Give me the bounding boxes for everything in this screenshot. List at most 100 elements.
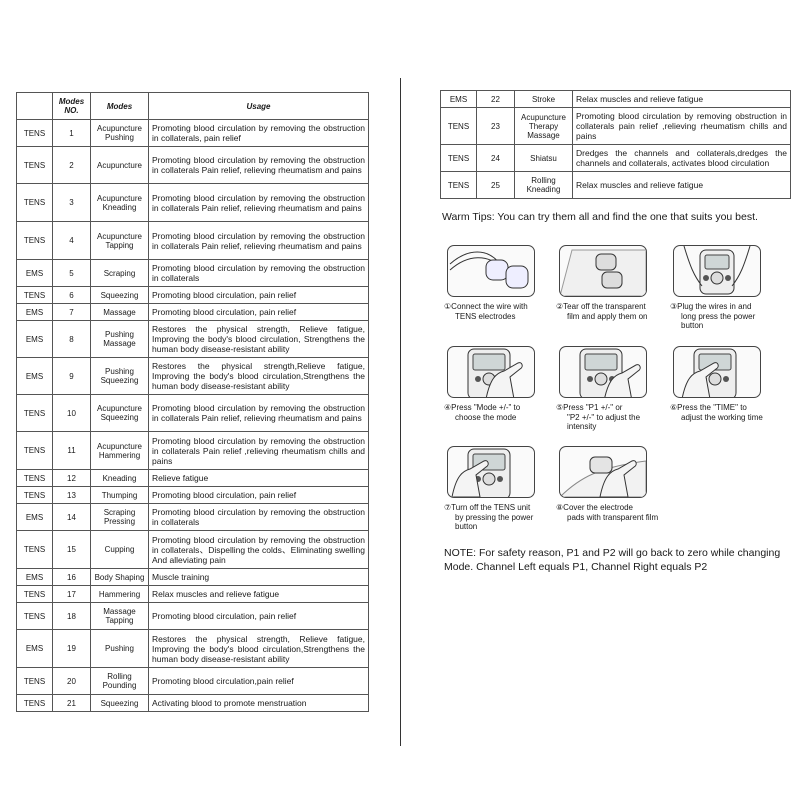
step-text: TENS electrodes (455, 311, 516, 321)
mode-number: 2 (52, 146, 91, 184)
press-power-icon (447, 446, 535, 498)
mode-usage: Relax muscles and relieve fatigue (572, 90, 791, 108)
step-text: button (455, 522, 478, 531)
mode-number: 7 (52, 303, 91, 321)
step-marker: ③ (670, 302, 678, 311)
mode-number: 22 (476, 90, 515, 108)
mode-usage: Activating blood to promote menstruation (148, 694, 369, 712)
step-text: Turn off the TENS unit (451, 503, 531, 512)
mode-type: EMS (16, 303, 53, 321)
mode-name: Acupuncture Squeezing (90, 394, 149, 432)
step-text: pads with transparent film (567, 512, 659, 522)
step-marker: ④ (444, 403, 452, 412)
mode-usage: Promoting blood circulation by removing … (148, 431, 369, 470)
mode-usage: Dredges the channels and collaterals,dre… (572, 144, 791, 172)
header-mode-no: Modes NO. (52, 92, 91, 120)
mode-name: Pushing Squeezing (90, 357, 149, 395)
mode-number: 9 (52, 357, 91, 395)
mode-name: Rolling Kneading (514, 171, 573, 199)
press-mode-icon (447, 346, 535, 398)
mode-name: Stroke (514, 90, 573, 108)
mode-name: Acupuncture Hammering (90, 431, 149, 470)
apply-pad-icon (559, 245, 647, 297)
mode-usage: Relieve fatigue (148, 469, 369, 487)
mode-usage: Muscle training (148, 568, 369, 586)
step-text: by pressing the power (455, 512, 534, 522)
safety-note: NOTE: For safety reason, P1 and P2 will … (444, 547, 781, 573)
mode-number: 8 (52, 320, 91, 358)
step-text: intensity (567, 422, 597, 431)
mode-usage: Restores the physical strength, Relieve … (148, 629, 369, 668)
mode-type: TENS (16, 221, 53, 260)
step-marker: ① (444, 302, 452, 311)
mode-number: 6 (52, 286, 91, 304)
step-marker: ⑤ (556, 403, 564, 412)
mode-type: EMS (16, 503, 53, 531)
mode-type: TENS (16, 530, 53, 569)
mode-usage: Promoting blood circulation by removing … (148, 146, 369, 184)
header-usage: Usage (148, 92, 369, 120)
electrode-pads-icon (447, 245, 535, 297)
mode-number: 13 (52, 486, 91, 504)
step-text: long press the power (681, 311, 756, 321)
step-text: Connect the wire with (451, 302, 528, 311)
mode-number: 10 (52, 394, 91, 432)
cover-pad-icon (559, 446, 647, 498)
mode-usage: Restores the physical strength,Relieve f… (148, 357, 369, 395)
mode-type: EMS (440, 90, 477, 108)
mode-usage: Promoting blood circulation,pain relief (148, 667, 369, 695)
step-marker: ⑦ (444, 503, 452, 512)
mode-name: Massage Tapping (90, 602, 149, 630)
mode-number: 3 (52, 183, 91, 222)
mode-type: EMS (16, 320, 53, 358)
step-text: Press the "TIME" to (677, 403, 747, 412)
mode-type: TENS (16, 146, 53, 184)
mode-type: TENS (16, 119, 53, 147)
step-text: Cover the electrode (563, 503, 633, 512)
step-text: Plug the wires in and (677, 302, 752, 311)
step-marker: ② (556, 302, 564, 311)
mode-name: Squeezing (90, 286, 149, 304)
press-time-icon (673, 346, 761, 398)
mode-usage: Restores the physical strength, Relieve … (148, 320, 369, 358)
tens-unit-wires-icon (673, 245, 761, 297)
header-modes: Modes (90, 92, 149, 120)
mode-type: TENS (16, 431, 53, 470)
step-text: "P2 +/-" to adjust the (567, 412, 641, 422)
mode-number: 5 (52, 259, 91, 287)
mode-usage: Promoting blood circulation by removing … (148, 394, 369, 432)
mode-name: Hammering (90, 585, 149, 603)
mode-type: TENS (16, 486, 53, 504)
mode-type: TENS (16, 667, 53, 695)
mode-type: EMS (16, 568, 53, 586)
mode-type: EMS (16, 259, 53, 287)
mode-usage: Promoting blood circulation by removing … (148, 221, 369, 260)
mode-usage: Promoting blood circulation, pain relief (148, 303, 369, 321)
mode-number: 25 (476, 171, 515, 199)
mode-number: 21 (52, 694, 91, 712)
mode-type: EMS (16, 357, 53, 395)
mode-name: Shiatsu (514, 144, 573, 172)
mode-type: TENS (16, 286, 53, 304)
mode-name: Massage (90, 303, 149, 321)
mode-name: Body Shaping (90, 568, 149, 586)
